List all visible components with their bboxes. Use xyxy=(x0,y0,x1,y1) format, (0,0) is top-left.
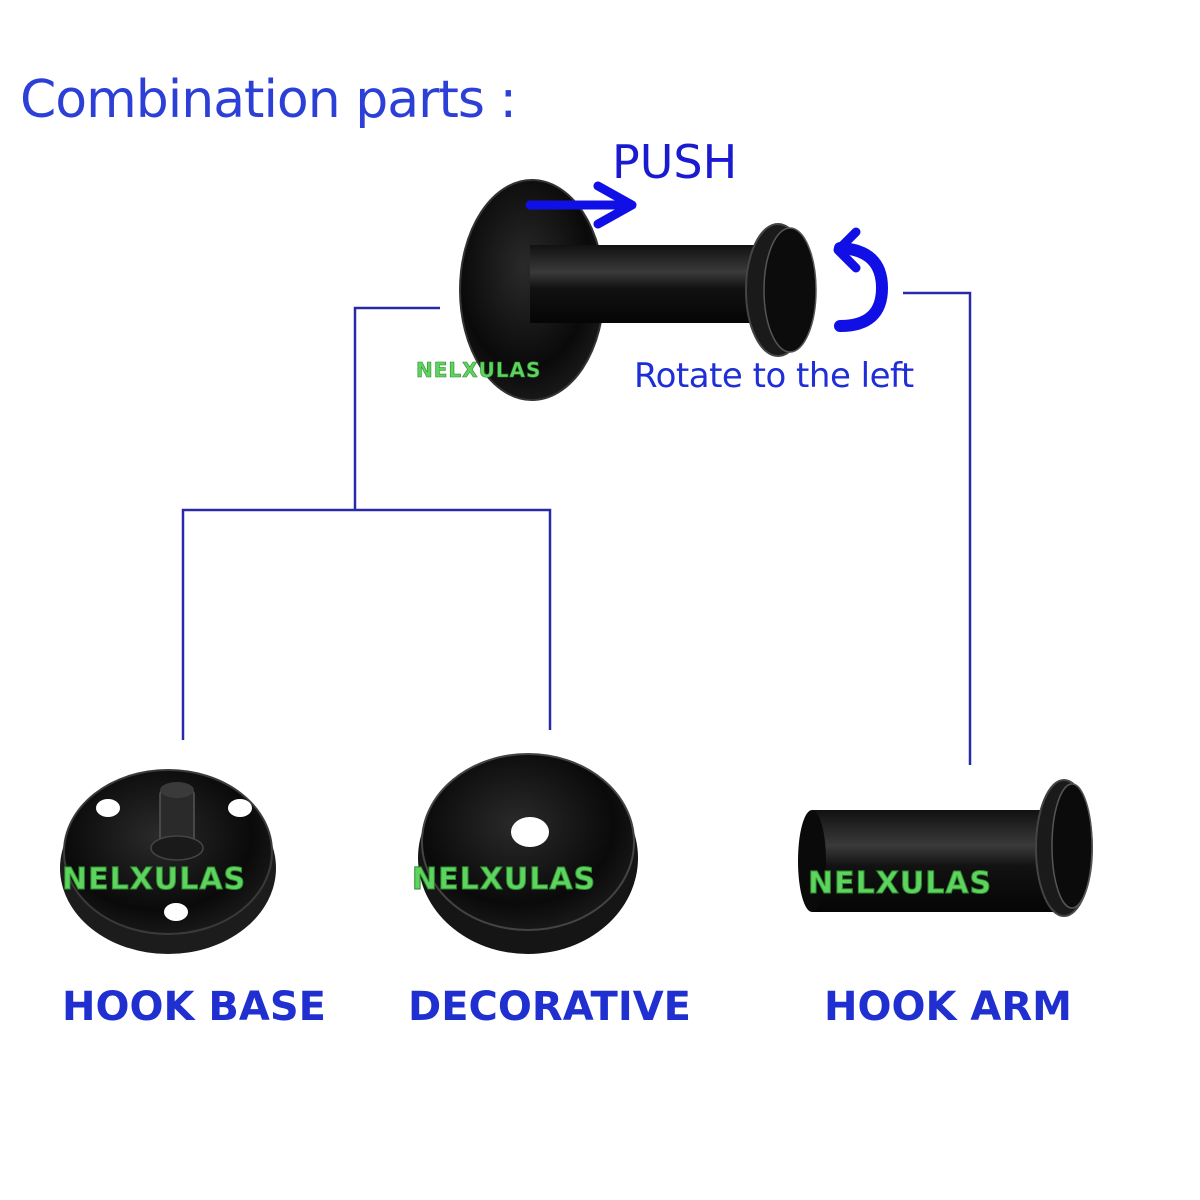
decorative-part xyxy=(418,753,638,954)
assembled-hook xyxy=(459,179,817,401)
rotate-arrow xyxy=(833,227,888,332)
rotate-label: Rotate to the left xyxy=(634,356,914,396)
assembled-arm-cap xyxy=(763,227,817,353)
watermark-text: NELXULAS xyxy=(807,866,993,902)
center-hole xyxy=(511,817,549,847)
watermark-text: NELXULAS xyxy=(411,862,597,898)
push-label: PUSH xyxy=(612,135,738,189)
connector-arm xyxy=(903,291,972,765)
push-arrow xyxy=(525,181,637,229)
screw-hole xyxy=(96,799,120,817)
connector-base-branch xyxy=(353,306,440,510)
hook-base-part xyxy=(60,769,276,954)
connector-lines xyxy=(181,291,972,765)
page-title: Combination parts : xyxy=(20,70,517,130)
hook-arm-part xyxy=(798,779,1093,917)
part-label-hook-base: HOOK BASE xyxy=(62,984,326,1030)
screw-hole xyxy=(228,799,252,817)
part-label-decorative: DECORATIVE xyxy=(408,984,691,1030)
part-label-hook-arm: HOOK ARM xyxy=(824,984,1072,1030)
watermark-text: NELXULAS xyxy=(61,862,247,898)
assembled-arm-body xyxy=(530,245,775,323)
watermark-text: NELXULAS xyxy=(416,358,542,383)
connector-split xyxy=(181,508,552,740)
screw-hole xyxy=(164,903,188,921)
